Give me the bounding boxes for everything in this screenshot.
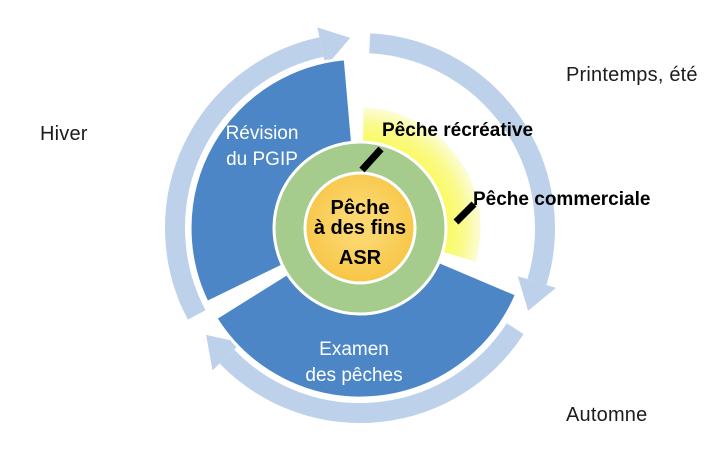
- callout-label-peche-recreative: Pêche récréative: [382, 120, 534, 141]
- center-label-line1: Pêche: [330, 197, 390, 219]
- cycle-arc-spring-to-autumn: [369, 33, 555, 286]
- center-label-peche-asr: Pêche à des fins ASR: [314, 198, 406, 268]
- tick-recreative-icon: [359, 146, 384, 173]
- wedge-label-revision-pgip: Révision du PGIP: [226, 121, 299, 173]
- tick-commerciale-icon: [453, 201, 477, 225]
- wedge-label-examen-peches: Examen des pêches: [305, 337, 402, 389]
- season-label-printemps-ete: Printemps, été: [566, 64, 698, 86]
- season-label-hiver: Hiver: [40, 123, 88, 145]
- cycle-arrowhead-right-icon: [517, 276, 556, 311]
- season-label-automne: Automne: [566, 404, 648, 426]
- center-gold-circle: [303, 171, 417, 285]
- cycle-arc-winter-to-spring: [165, 37, 324, 320]
- wedge-label-revision-line2: du PGIP: [226, 149, 298, 170]
- cycle-arc-autumn-to-winter: [219, 323, 524, 423]
- wedge-label-examen-line2: des pêches: [305, 365, 403, 386]
- center-label-line2: à des fins: [313, 217, 407, 239]
- wedge-label-examen-line1: Examen: [319, 339, 389, 360]
- cycle-arrowhead-top-icon: [317, 27, 351, 67]
- outer-cycle-arrows: [165, 27, 556, 423]
- callout-label-peche-commerciale: Pêche commerciale: [473, 189, 651, 210]
- center-label-line3: ASR: [338, 247, 382, 269]
- wedge-label-revision-line1: Révision: [225, 123, 299, 144]
- cycle-arrowhead-bottomleft-icon: [206, 334, 242, 371]
